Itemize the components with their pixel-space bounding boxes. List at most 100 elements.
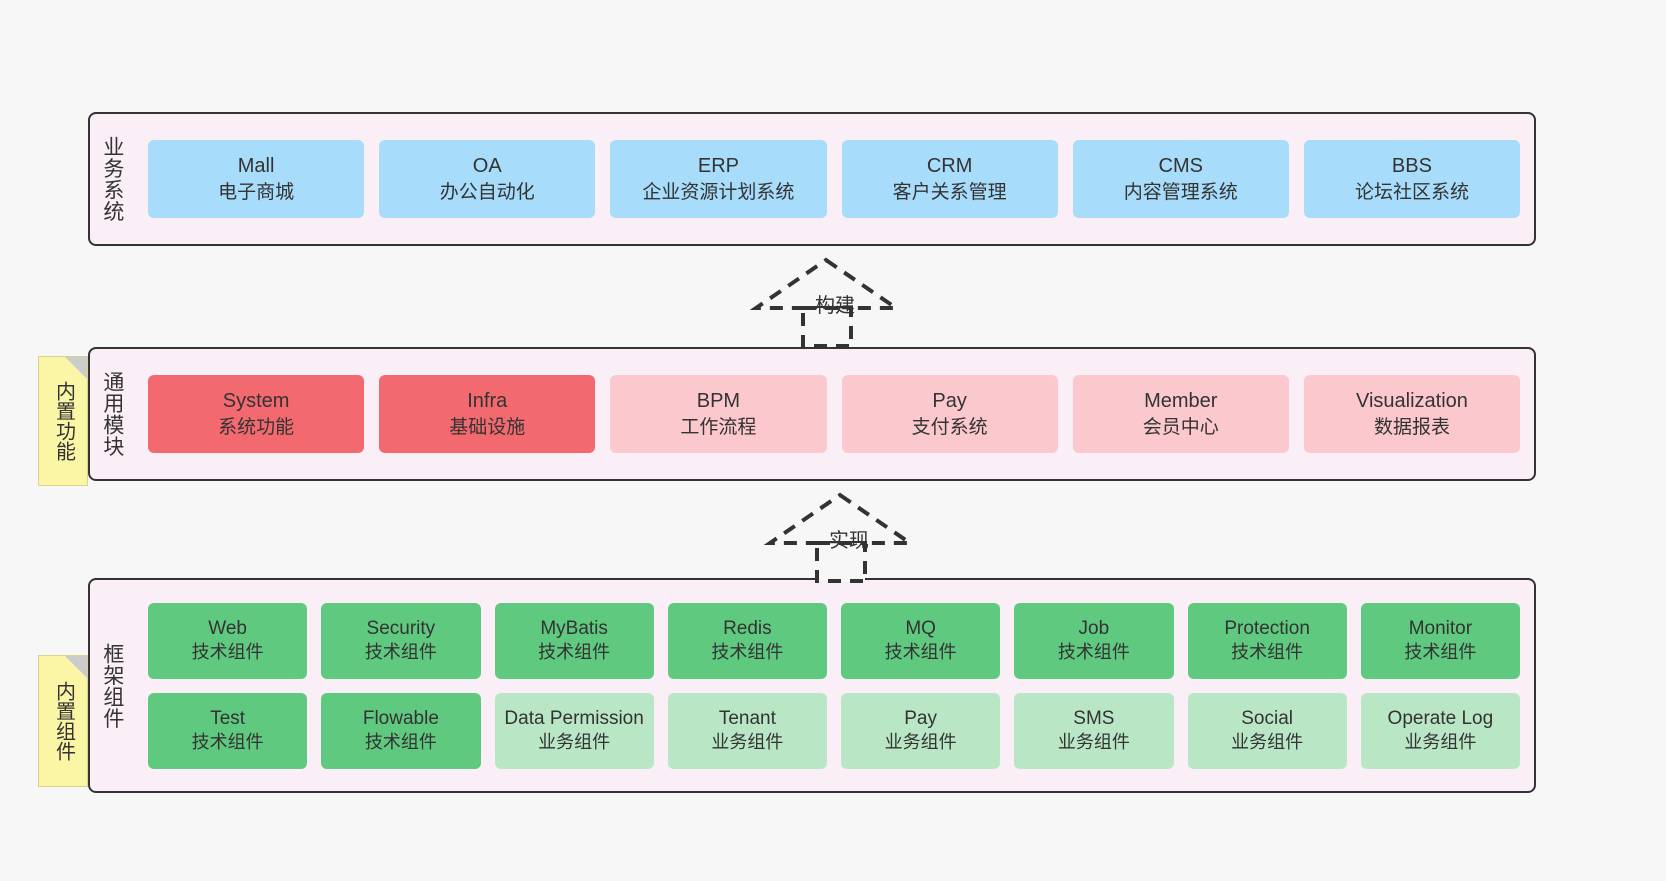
card-mybatis[interactable]: MyBatis 技术组件 (494, 602, 654, 679)
card-mq[interactable]: MQ 技术组件 (841, 602, 1001, 679)
card-cms-desc: 内容管理系统 (1123, 181, 1238, 203)
layer-common-modules-title: 通用模块 (100, 371, 124, 457)
card-member-name: Member (1144, 390, 1218, 413)
card-visualization-name: Visualization (1355, 390, 1468, 413)
card-erp-desc: 企业资源计划系统 (642, 181, 795, 203)
card-pay-module[interactable]: Pay 支付系统 (841, 375, 1058, 453)
card-redis-desc: 技术组件 (711, 642, 784, 663)
card-data-permission[interactable]: Data Permission 业务组件 (494, 692, 654, 769)
card-data-permission-name: Data Permission (504, 708, 644, 730)
implement-connector: 实现 (764, 487, 924, 585)
card-bbs[interactable]: BBS 论坛社区系统 (1303, 140, 1521, 218)
note-builtin-features-label: 内置功能 (52, 381, 75, 461)
card-bpm-desc: 工作流程 (680, 416, 757, 438)
card-monitor-desc: 技术组件 (1404, 642, 1477, 663)
card-visualization[interactable]: Visualization 数据报表 (1303, 375, 1521, 453)
layer-common-modules: 通用模块 System 系统功能 Infra 基础设施 BPM 工作流程 Pay… (88, 347, 1536, 481)
note-fold-icon-2 (65, 656, 87, 678)
card-web[interactable]: Web 技术组件 (148, 602, 308, 679)
implement-connector-label: 实现 (829, 530, 869, 552)
card-protection-name: Protection (1224, 618, 1310, 640)
card-cms[interactable]: CMS 内容管理系统 (1072, 140, 1289, 218)
card-operate-log[interactable]: Operate Log 业务组件 (1360, 692, 1520, 769)
card-crm[interactable]: CRM 客户关系管理 (841, 140, 1058, 218)
card-job[interactable]: Job 技术组件 (1014, 602, 1174, 679)
card-web-desc: 技术组件 (191, 642, 264, 663)
card-mall-desc: 电子商城 (218, 181, 295, 203)
card-sms[interactable]: SMS 业务组件 (1014, 692, 1174, 769)
card-infra-desc: 基础设施 (449, 416, 526, 438)
card-tenant-name: Tenant (718, 708, 776, 730)
card-flowable[interactable]: Flowable 技术组件 (321, 692, 481, 769)
card-pay-component[interactable]: Pay 业务组件 (841, 692, 1001, 769)
card-crm-name: CRM (926, 155, 973, 178)
card-crm-desc: 客户关系管理 (892, 181, 1007, 203)
layer-business-system-body: Mall 电子商城 OA 办公自动化 ERP 企业资源计划系统 CRM 客户关系… (134, 114, 1534, 244)
card-monitor[interactable]: Monitor 技术组件 (1360, 602, 1520, 679)
card-system-name: System (222, 390, 290, 413)
card-mq-name: MQ (905, 618, 936, 640)
card-social[interactable]: Social 业务组件 (1187, 692, 1347, 769)
card-flowable-desc: 技术组件 (364, 732, 437, 753)
card-pay-module-desc: 支付系统 (911, 416, 988, 438)
card-redis-name: Redis (723, 618, 772, 640)
card-infra[interactable]: Infra 基础设施 (379, 375, 596, 453)
card-tenant-desc: 业务组件 (711, 732, 784, 753)
card-security-desc: 技术组件 (364, 642, 437, 663)
card-member[interactable]: Member 会员中心 (1072, 375, 1289, 453)
card-monitor-name: Monitor (1408, 618, 1473, 640)
card-operate-log-name: Operate Log (1387, 708, 1494, 730)
layer-framework-components-title: 框架组件 (100, 642, 124, 729)
card-security[interactable]: Security 技术组件 (321, 602, 481, 679)
build-connector: 构建 (750, 252, 910, 350)
card-test[interactable]: Test 技术组件 (148, 692, 308, 769)
card-mybatis-desc: 技术组件 (538, 642, 611, 663)
note-fold-icon (65, 357, 87, 379)
layer-business-system: 业务系统 Mall 电子商城 OA 办公自动化 ERP 企业资源计划系统 CRM… (88, 112, 1536, 246)
card-bbs-desc: 论坛社区系统 (1354, 181, 1469, 203)
build-connector-label: 构建 (815, 295, 855, 317)
card-data-permission-desc: 业务组件 (538, 732, 611, 753)
card-erp-name: ERP (697, 155, 739, 178)
card-job-desc: 技术组件 (1057, 642, 1130, 663)
card-mybatis-name: MyBatis (540, 618, 608, 640)
card-mall-name: Mall (237, 155, 275, 178)
card-redis[interactable]: Redis 技术组件 (667, 602, 827, 679)
layer-business-system-title: 业务系统 (100, 136, 124, 222)
card-erp[interactable]: ERP 企业资源计划系统 (610, 140, 827, 218)
card-job-name: Job (1078, 618, 1110, 640)
card-bpm-name: BPM (696, 390, 741, 413)
card-mall[interactable]: Mall 电子商城 (148, 140, 365, 218)
card-sms-desc: 业务组件 (1057, 732, 1130, 753)
framework-row-technical: Web 技术组件 Security 技术组件 MyBatis 技术组件 Redi… (148, 602, 1520, 679)
card-system[interactable]: System 系统功能 (148, 375, 365, 453)
card-web-name: Web (208, 618, 247, 640)
card-sms-name: SMS (1073, 708, 1115, 730)
card-cms-name: CMS (1158, 155, 1203, 178)
layer-framework-components-body: Web 技术组件 Security 技术组件 MyBatis 技术组件 Redi… (134, 580, 1534, 791)
card-social-name: Social (1241, 708, 1293, 730)
card-protection[interactable]: Protection 技术组件 (1187, 602, 1347, 679)
card-pay-component-desc: 业务组件 (884, 732, 957, 753)
note-builtin-features: 内置功能 (38, 356, 88, 486)
framework-row-business: Test 技术组件 Flowable 技术组件 Data Permission … (148, 692, 1520, 769)
card-mq-desc: 技术组件 (884, 642, 957, 663)
card-oa[interactable]: OA 办公自动化 (379, 140, 596, 218)
card-visualization-desc: 数据报表 (1373, 416, 1450, 438)
card-protection-desc: 技术组件 (1231, 642, 1304, 663)
card-test-name: Test (210, 708, 246, 730)
card-bbs-name: BBS (1391, 155, 1432, 178)
card-tenant[interactable]: Tenant 业务组件 (667, 692, 827, 769)
note-builtin-components: 内置组件 (38, 655, 88, 787)
card-oa-desc: 办公自动化 (439, 181, 535, 203)
card-system-desc: 系统功能 (218, 416, 295, 438)
card-flowable-name: Flowable (362, 708, 439, 730)
card-pay-component-name: Pay (904, 708, 937, 730)
card-security-name: Security (366, 618, 436, 640)
note-builtin-components-label: 内置组件 (52, 681, 75, 761)
card-pay-module-name: Pay (932, 390, 967, 413)
card-bpm[interactable]: BPM 工作流程 (610, 375, 827, 453)
layer-common-modules-body: System 系统功能 Infra 基础设施 BPM 工作流程 Pay 支付系统… (134, 349, 1534, 479)
card-operate-log-desc: 业务组件 (1404, 732, 1477, 753)
